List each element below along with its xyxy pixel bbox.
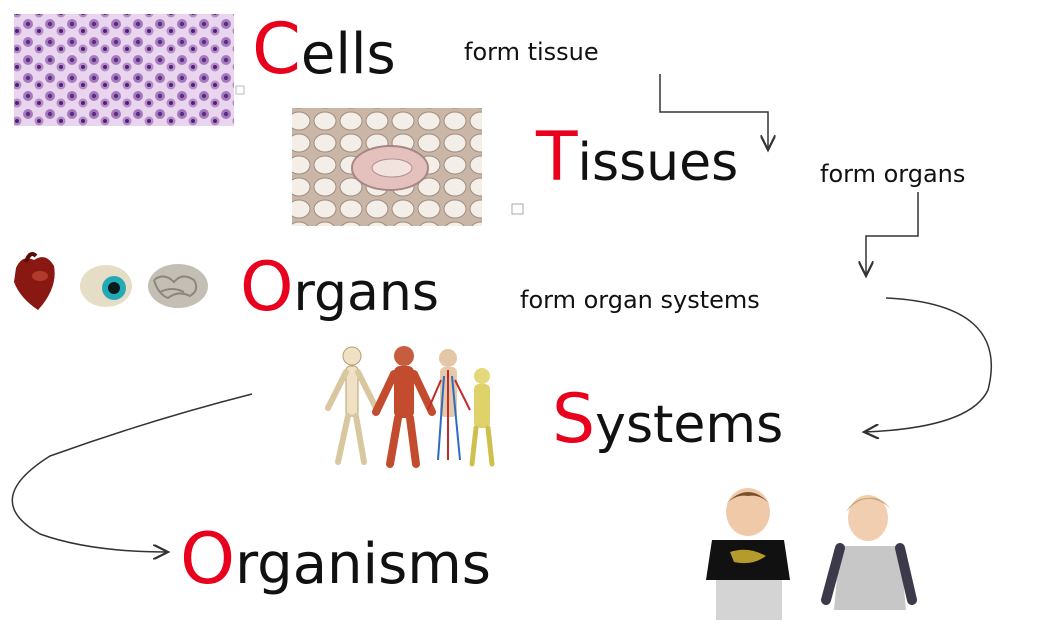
term-organisms-initial: O <box>180 518 235 600</box>
eye-image <box>80 265 132 307</box>
term-organs-rest: rgans <box>294 263 439 323</box>
brain-image <box>148 264 208 308</box>
term-organisms: Organisms <box>180 524 491 594</box>
term-systems-rest: ystems <box>595 395 783 455</box>
phrase-tissues: form organs <box>820 162 965 186</box>
cells-image <box>14 14 244 126</box>
term-cells-initial: C <box>252 8 301 90</box>
arrow-tissues-to-organs <box>866 192 918 276</box>
heart-image <box>14 254 55 310</box>
term-organs-initial: O <box>240 248 294 327</box>
term-systems-initial: S <box>552 380 595 459</box>
term-tissues-rest: issues <box>578 133 739 193</box>
term-cells-rest: ells <box>301 22 396 87</box>
term-tissues: Tissues <box>536 124 738 192</box>
organ-systems-image <box>328 346 492 464</box>
term-systems: Systems <box>552 386 783 454</box>
term-tissues-initial: T <box>536 118 578 197</box>
organisms-image <box>706 488 912 620</box>
term-organs: Organs <box>240 254 439 322</box>
phrase-cells: form tissue <box>464 40 599 64</box>
arrow-organs-to-systems <box>864 298 991 432</box>
tissue-image <box>292 108 523 226</box>
phrase-organs: form organ systems <box>520 288 760 312</box>
term-organisms-rest: rganisms <box>235 532 491 597</box>
term-cells: Cells <box>252 14 396 84</box>
